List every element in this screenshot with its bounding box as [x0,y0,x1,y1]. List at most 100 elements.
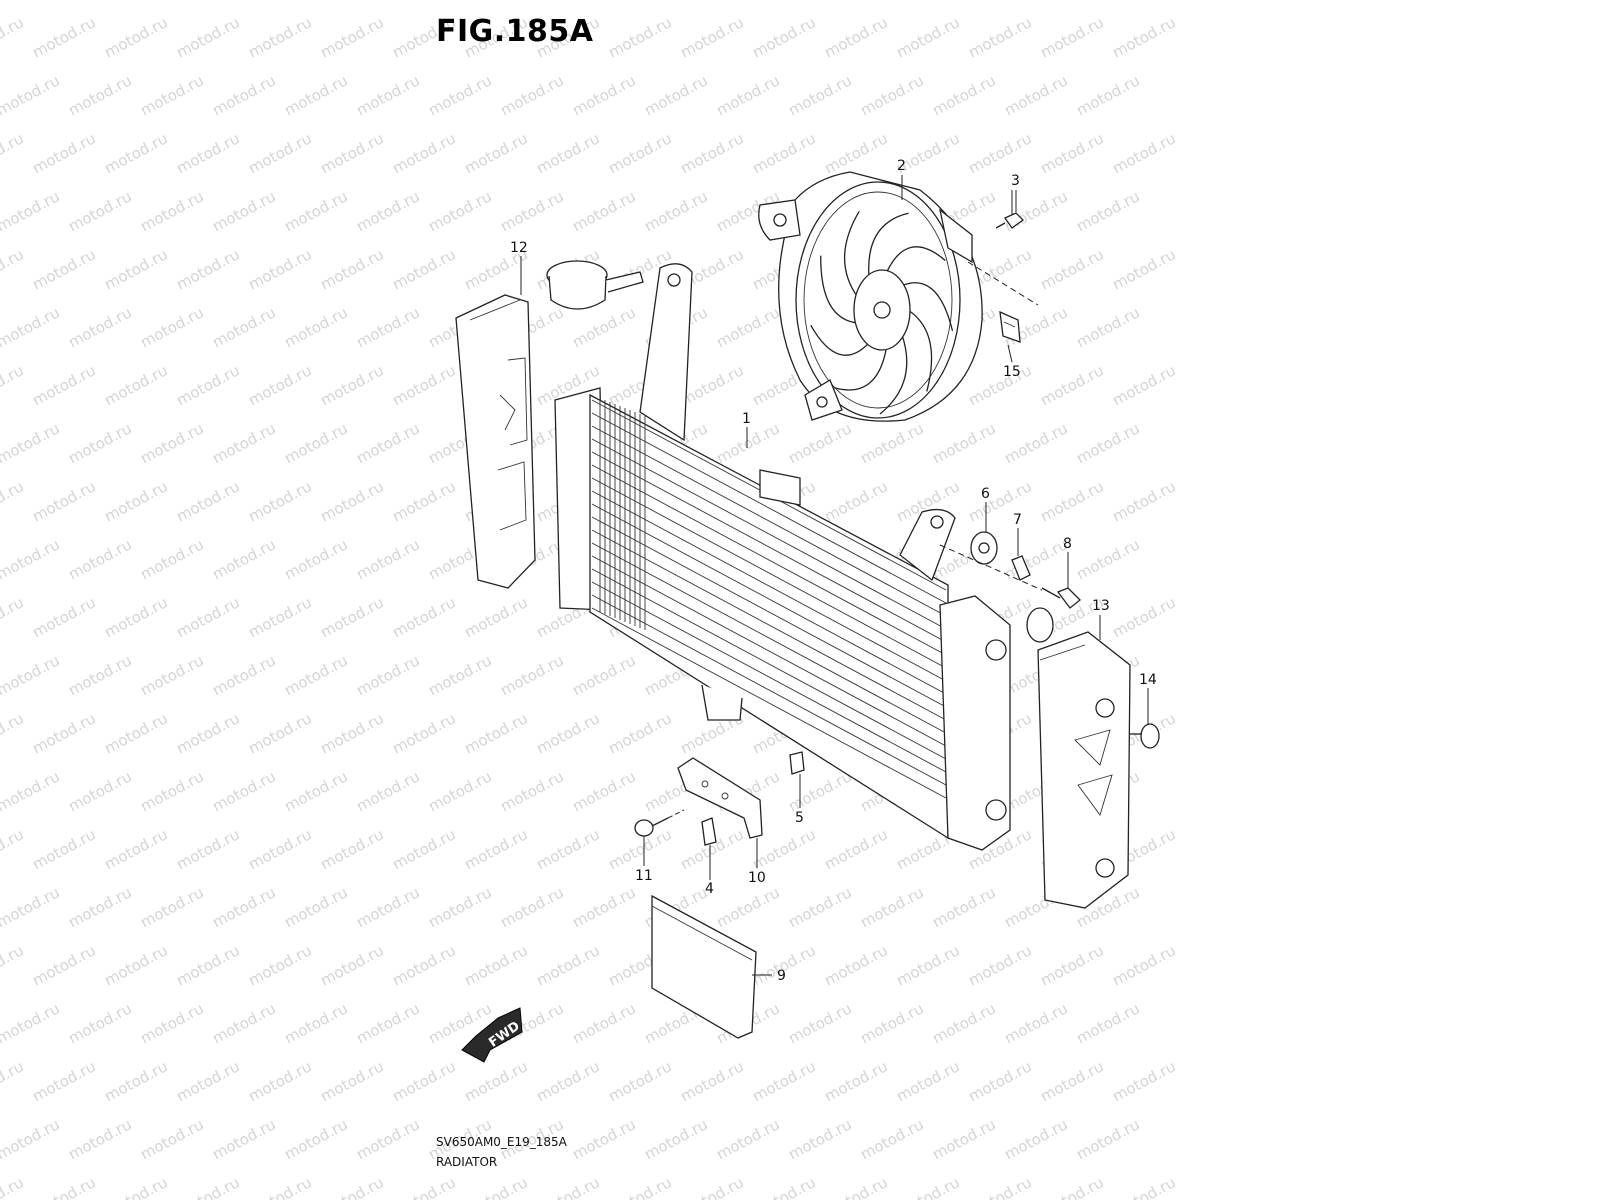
fin-line [591,503,947,695]
fin-line [591,477,947,669]
nut-clip-lower [701,817,717,846]
watermark-text: motod.ru [0,1057,27,1105]
watermark-text: motod.ru [569,883,638,931]
watermark-text: motod.ru [65,999,134,1047]
fan-blade [820,255,858,324]
watermark-text: motod.ru [29,1057,98,1105]
fin-line [591,425,947,617]
watermark-text: motod.ru [173,941,242,989]
watermark-text: motod.ru [389,1057,458,1105]
watermark-text: motod.ru [1073,71,1142,119]
lower-bracket [677,757,763,839]
watermark-text: motod.ru [929,883,998,931]
watermark-text: motod.ru [209,1115,278,1163]
watermark-text: motod.ru [389,1173,458,1200]
watermark-text: motod.ru [281,0,350,4]
watermark-text: motod.ru [641,187,710,235]
fan-bolt [995,190,1024,229]
watermark-text: motod.ru [29,477,98,525]
watermark-text: motod.ru [713,303,782,351]
watermark-text: motod.ru [821,129,890,177]
watermark-text: motod.ru [821,477,890,525]
watermark-text: motod.ru [965,13,1034,61]
watermark-text: motod.ru [101,825,170,873]
watermark-text: motod.ru [713,71,782,119]
watermark-text: motod.ru [245,593,314,641]
radiator-fins [591,398,947,799]
watermark-text: motod.ru [137,767,206,815]
watermark-text: motod.ru [785,883,854,931]
watermark-text: motod.ru [1037,941,1106,989]
watermark-text: motod.ru [245,13,314,61]
watermark-text: motod.ru [425,651,494,699]
watermark-text: motod.ru [461,709,530,757]
fin-line [591,490,947,682]
watermark-text: motod.ru [137,535,206,583]
watermark-text: motod.ru [317,13,386,61]
watermark-text: motod.ru [209,0,278,4]
watermark-text: motod.ru [569,1115,638,1163]
watermark-text: motod.ru [389,825,458,873]
watermark-text: motod.ru [0,303,63,351]
watermark-text: motod.ru [785,0,854,4]
watermark-text: motod.ru [173,477,242,525]
watermark-text: motod.ru [857,883,926,931]
watermark-text: motod.ru [461,129,530,177]
watermark-text: motod.ru [65,883,134,931]
watermark-text: motod.ru [857,1115,926,1163]
fan-blade [901,282,954,332]
leader-lines [520,175,1149,976]
watermark-text: motod.ru [245,361,314,409]
watermark-text: motod.ru [0,941,27,989]
watermark-text: motod.ru [965,477,1034,525]
watermark-text: motod.ru [1073,419,1142,467]
watermark-text: motod.ru [1001,0,1070,4]
watermark-text: motod.ru [245,477,314,525]
callout-1: 1 [742,411,751,427]
watermark-text: motod.ru [317,825,386,873]
watermark-text: motod.ru [965,1057,1034,1105]
watermark-text: motod.ru [749,1173,818,1200]
watermark-text: motod.ru [353,999,422,1047]
cooling-fan [758,171,983,422]
watermark-text: motod.ru [173,129,242,177]
watermark-text: motod.ru [1109,1057,1178,1105]
watermark-text: motod.ru [461,1173,530,1200]
watermark-text: motod.ru [1001,71,1070,119]
fan-blade [810,324,870,356]
watermark-text: motod.ru [65,419,134,467]
watermark-text: motod.ru [929,0,998,4]
watermark-text: motod.ru [677,1173,746,1200]
watermark-text: motod.ru [245,825,314,873]
watermark-text: motod.ru [461,941,530,989]
fin-line [591,594,947,786]
fin-line [591,581,947,773]
fan-blade [834,347,888,391]
radiator-core [546,260,1011,851]
watermark-text: motod.ru [317,1173,386,1200]
watermark-text: motod.ru [713,0,782,4]
fin-line [591,529,947,721]
watermark-text: motod.ru [533,1057,602,1105]
watermark-text: motod.ru [497,187,566,235]
watermark-text: motod.ru [605,1173,674,1200]
watermark-text: motod.ru [29,709,98,757]
watermark-text: motod.ru [605,129,674,177]
watermark-text: motod.ru [1037,361,1106,409]
fin-line [591,438,947,630]
figure-name: RADIATOR [436,1155,498,1169]
watermark-text: motod.ru [1037,13,1106,61]
watermark-text: motod.ru [101,709,170,757]
watermark-text: motod.ru [677,13,746,61]
watermark-text: motod.ru [533,129,602,177]
watermark-text: motod.ru [281,1115,350,1163]
watermark-text: motod.ru [353,767,422,815]
watermark-text: motod.ru [209,651,278,699]
watermark-text: motod.ru [101,1057,170,1105]
fin-line [591,542,947,734]
watermark-text: motod.ru [641,1115,710,1163]
watermark-text: motod.ru [533,709,602,757]
watermark-text: motod.ru [353,651,422,699]
watermark-text: motod.ru [0,825,27,873]
